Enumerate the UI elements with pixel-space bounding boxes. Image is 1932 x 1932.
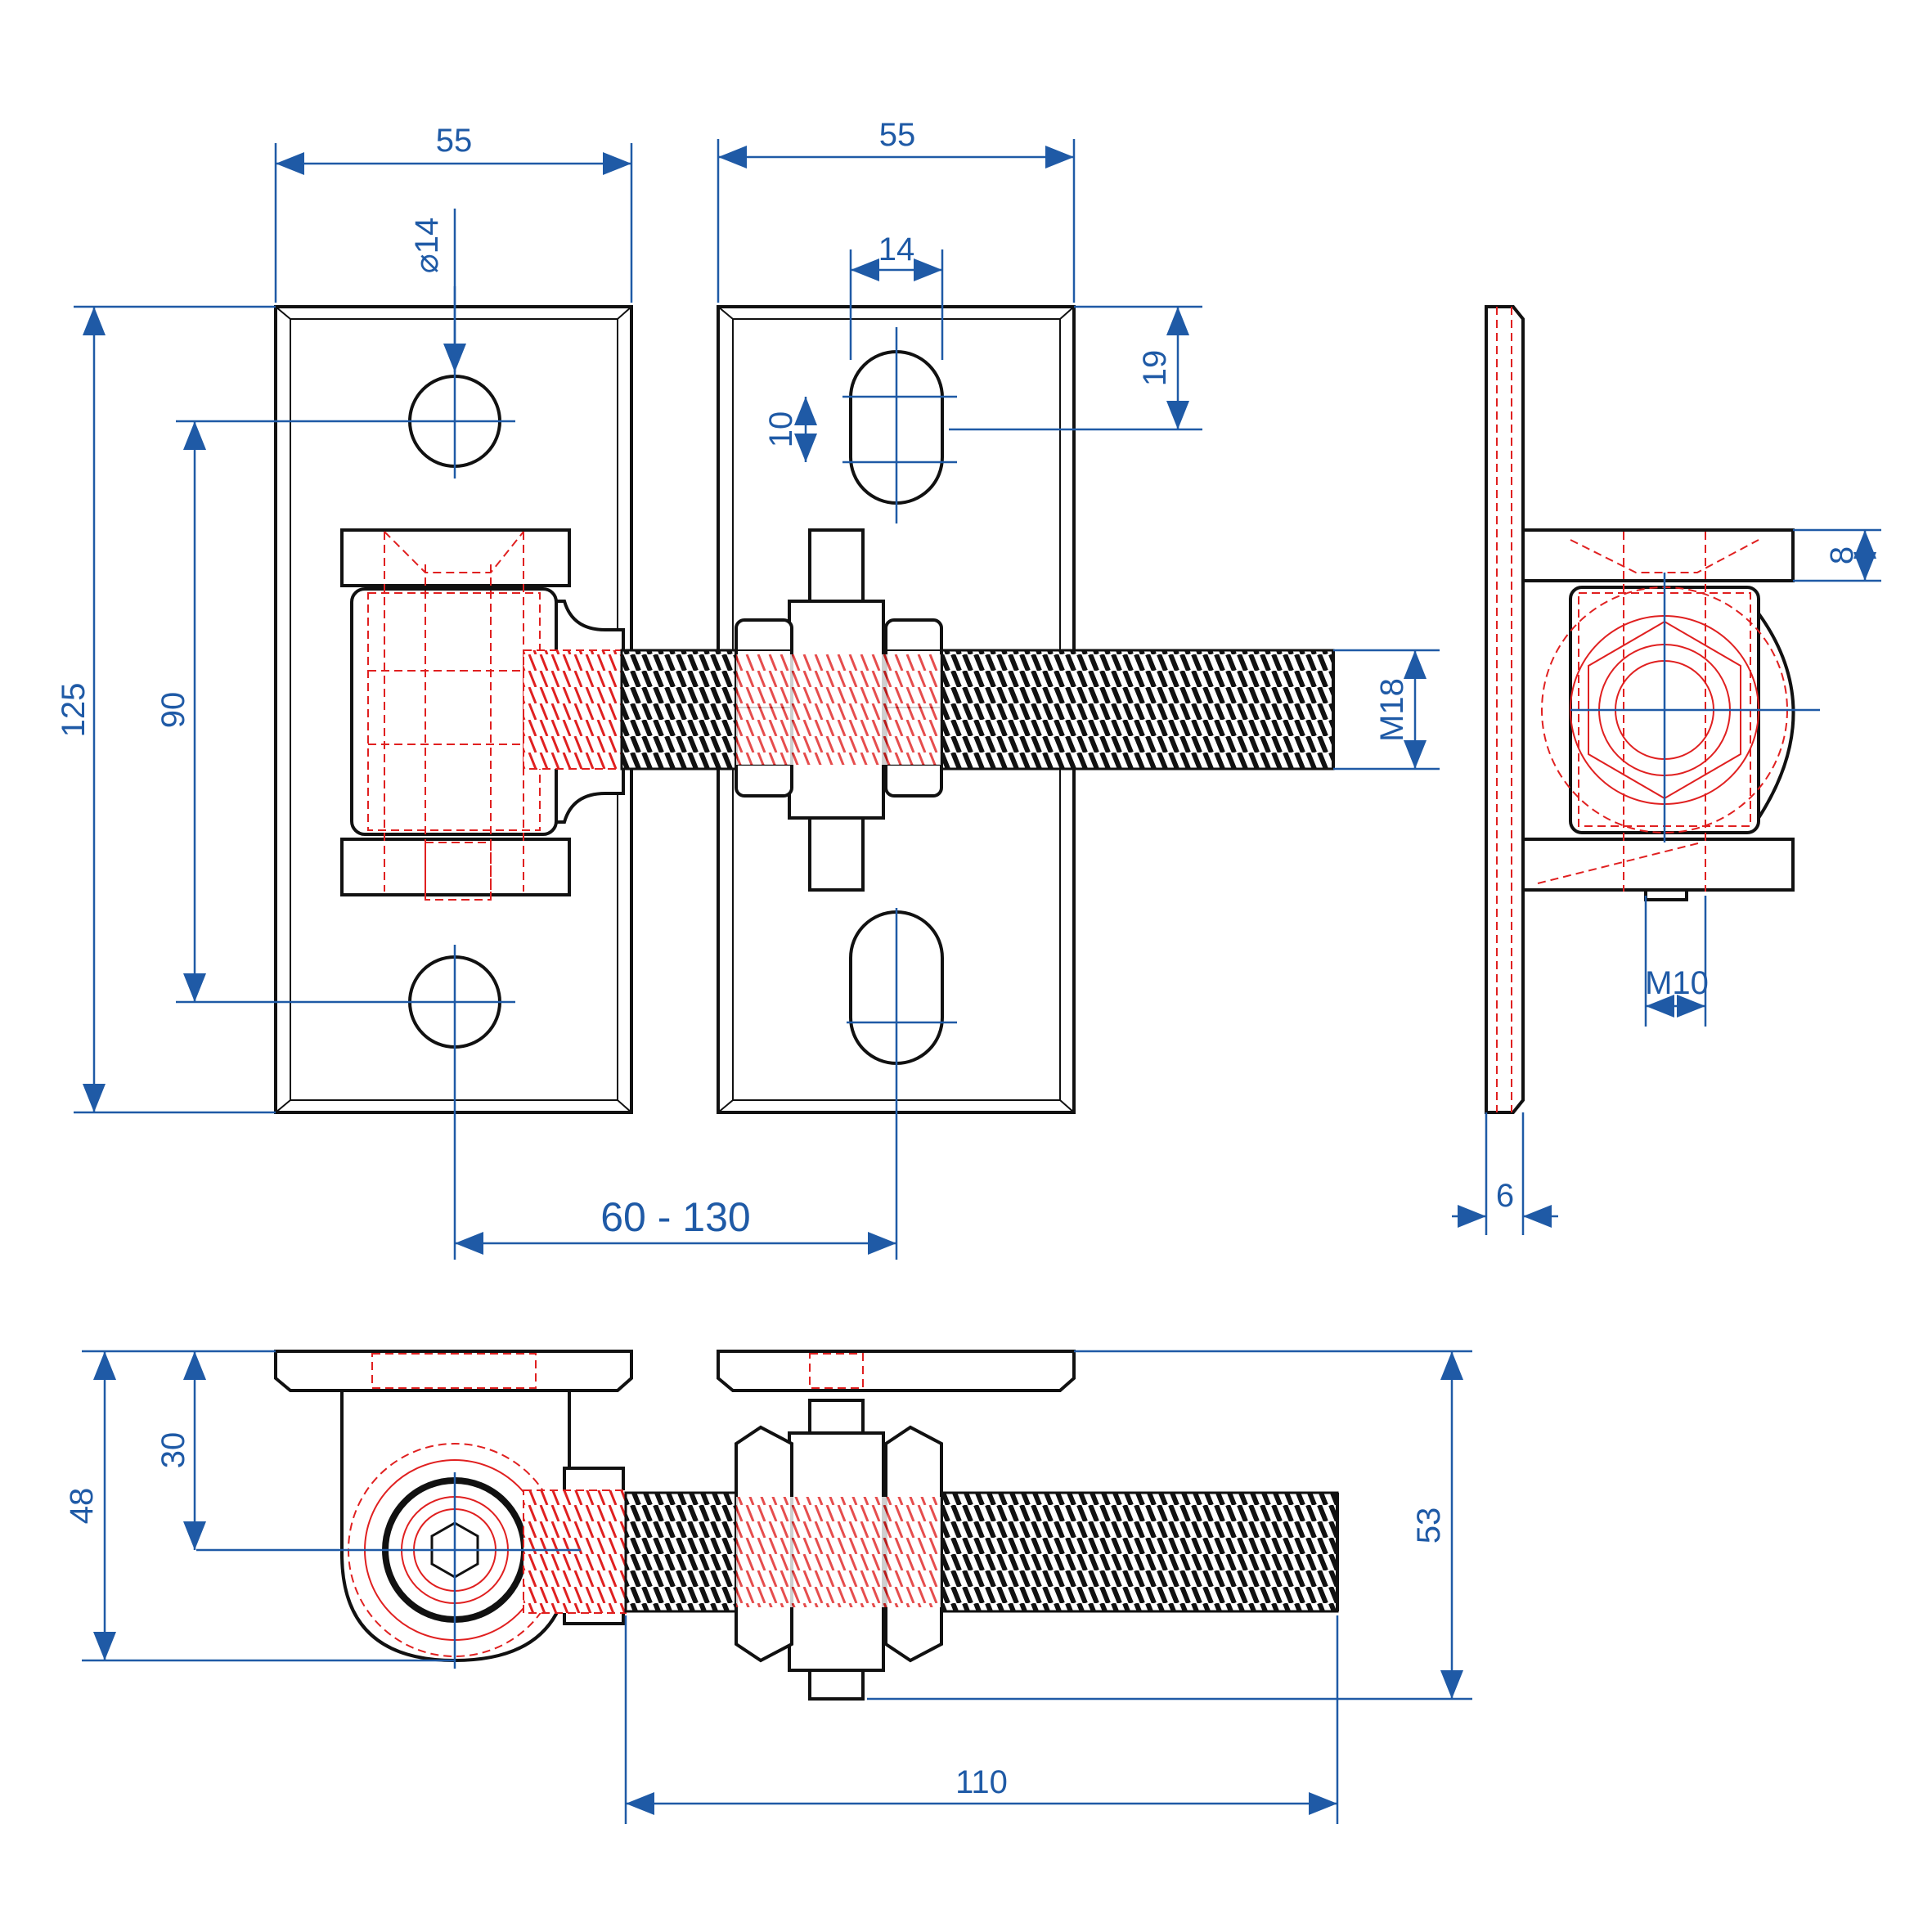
dim-plate-width-left: 55 <box>436 123 473 159</box>
center-lines <box>176 209 1820 1669</box>
dim-plate-width-right: 55 <box>879 117 916 153</box>
dim-top-plate-thickness: 8 <box>1824 546 1860 564</box>
top-view <box>274 1350 1339 1701</box>
dim-screw-size: M10 <box>1645 965 1709 1001</box>
side-view <box>1485 305 1795 1114</box>
dim-depth-53: 53 <box>1411 1507 1447 1544</box>
dim-plate-height: 125 <box>56 683 92 738</box>
dim-depth-48: 48 <box>64 1488 100 1525</box>
dim-hole-spacing: 90 <box>155 692 191 729</box>
hinge-block-front <box>340 528 625 901</box>
dim-thread-size: M18 <box>1374 678 1410 742</box>
dim-hole-diameter: ⌀14 <box>409 218 445 274</box>
dim-slot-offset: 19 <box>1137 350 1173 387</box>
dim-adjust-range: 60 - 130 <box>600 1194 750 1240</box>
dim-slot-width: 14 <box>878 231 915 267</box>
dimension-lines <box>74 139 1881 1824</box>
dim-slot-height: 10 <box>763 411 799 448</box>
dim-offset-30: 30 <box>155 1432 191 1469</box>
dim-plate-thickness: 6 <box>1496 1178 1514 1214</box>
threaded-bolt-front <box>620 528 1335 892</box>
dim-bolt-length: 110 <box>955 1764 1008 1800</box>
